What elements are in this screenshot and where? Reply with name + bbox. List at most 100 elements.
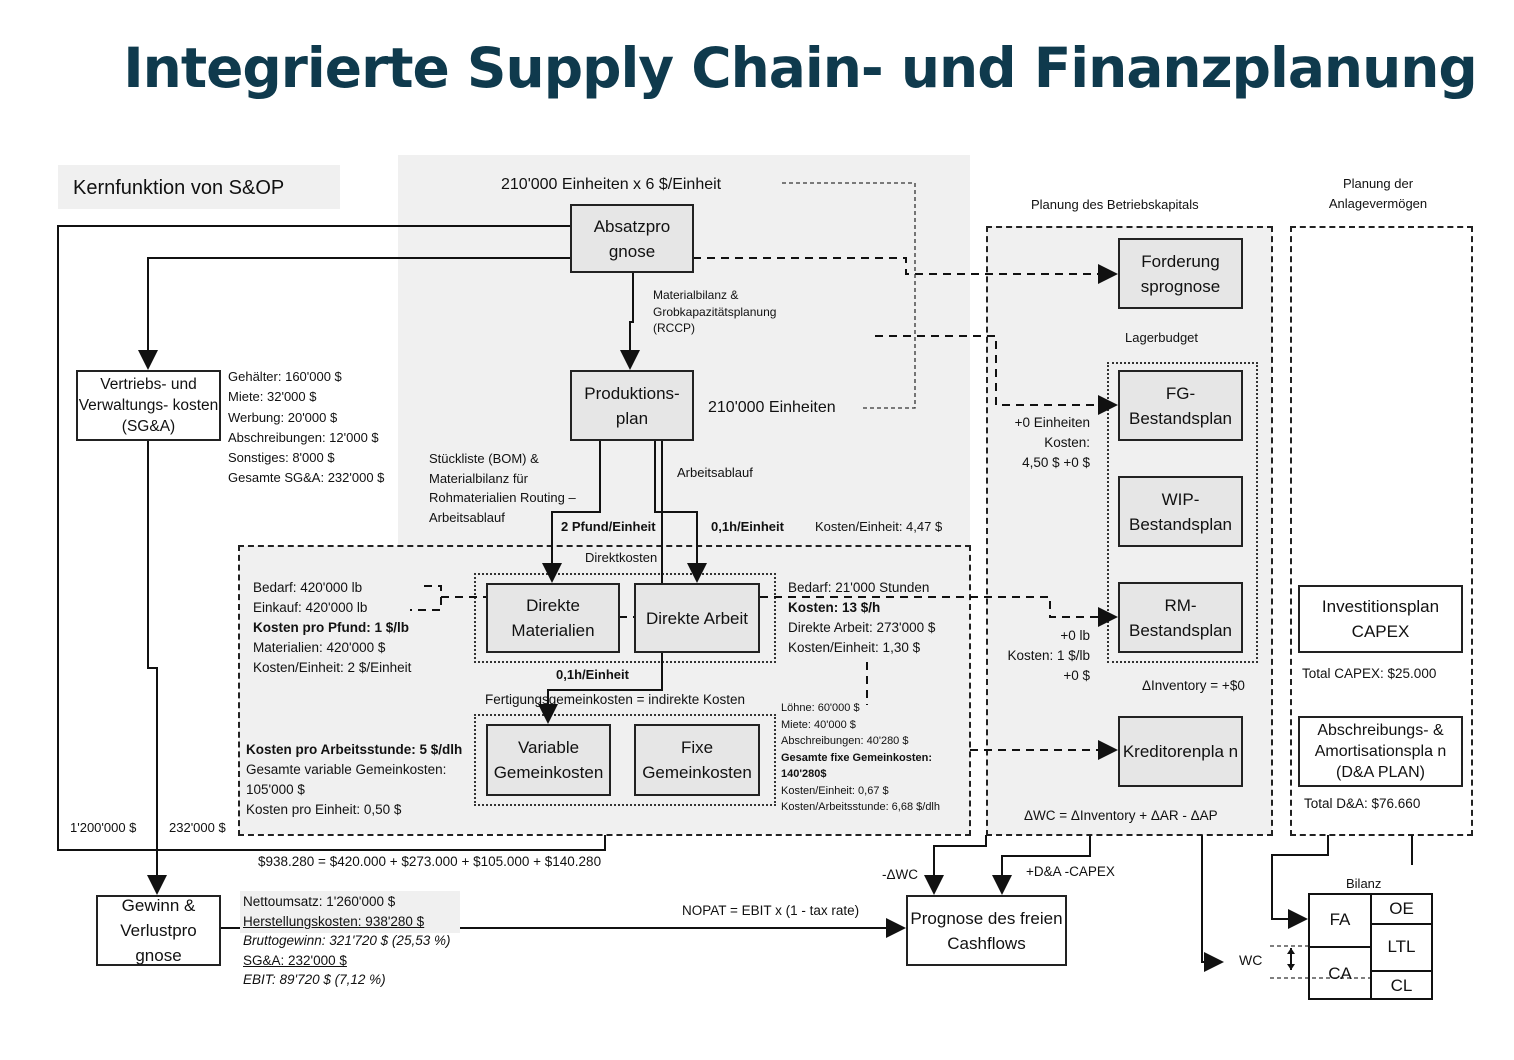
fix-item: 140'280$ — [781, 768, 827, 780]
fgk-group — [474, 714, 776, 806]
capex-box[interactable]: Investitionsplan CAPEX — [1298, 585, 1463, 653]
minus-wc-label: -ΔWC — [882, 867, 919, 882]
delta-wc: ΔWC = ΔInventory + ΔAR - ΔAP — [1024, 808, 1218, 823]
wip-bestandsplan-box[interactable]: WIP- Bestandsplan — [1118, 476, 1243, 547]
note-line: Materialbilanz für — [429, 470, 528, 486]
cogs-formula: $938.280 = $420.000 + $273.000 + $105.00… — [258, 854, 602, 869]
direkte-materialien-box[interactable]: Direkte Materialien — [486, 583, 620, 653]
note-line: Stückliste (BOM) & — [429, 451, 539, 466]
lagerbudget-label: Lagerbudget — [1125, 330, 1199, 345]
pl-item: Nettoumsatz: 1'260'000 $ — [243, 894, 396, 909]
note-line: Arbeitsablauf — [429, 509, 505, 525]
direktkosten-label: Direktkosten — [585, 550, 658, 565]
mat-item: Kosten pro Pfund: 1 $/lb — [253, 620, 410, 635]
var-item: 105'000 $ — [246, 782, 305, 797]
fixe-gemeinkosten-box[interactable]: Fixe Gemeinkosten — [634, 724, 760, 796]
fa-dashed-box — [1290, 226, 1473, 836]
page-title: Integrierte Supply Chain- und Finanzplan… — [123, 36, 1478, 100]
note-line: 4,50 $ +0 $ — [1022, 455, 1090, 470]
title-line: Planung der — [1342, 176, 1414, 191]
var-item: Gesamte variable Gemeinkosten: — [246, 762, 447, 777]
da-plan-box[interactable]: Abschreibungs- & Amortisationspla n (D&A… — [1298, 716, 1463, 787]
fixe-items: Löhne: 60'000 $ Miete: 40'000 $ Abschreibu… — [781, 700, 940, 816]
da-capex-label: +D&A -CAPEX — [1026, 864, 1115, 879]
fix-item: Miete: 40'000 $ — [781, 718, 856, 731]
h-einheit2-label: 0,1h/Einheit — [556, 667, 629, 682]
bilanz-oe: OE — [1389, 899, 1414, 918]
sga-items: Gehälter: 160'000 $Miete: 32'000 $Werbun… — [228, 367, 384, 489]
note-line: Rohmaterialien Routing – — [429, 490, 576, 505]
sga-flow-label: 232'000 $ — [169, 820, 226, 835]
arb-item: Bedarf: 21'000 Stunden — [788, 580, 930, 595]
variable-gemeinkosten-box[interactable]: Variable Gemeinkosten — [486, 724, 611, 796]
fg-bestandsplan-box[interactable]: FG- Bestandsplan — [1118, 370, 1243, 441]
pl-item: EBIT: 89'720 $ (7,12 %) — [243, 972, 386, 987]
arb-item: Direkte Arbeit: 273'000 $ — [788, 620, 936, 635]
sga-item: Gehälter: 160'000 $ — [228, 369, 342, 384]
mat-item: Einkauf: 420'000 lb — [253, 600, 368, 615]
note-line: Kosten: 1 $/lb — [1007, 648, 1090, 663]
sga-item: Abschreibungen: 12'000 $ — [228, 429, 379, 445]
pl-item: SG&A: 232'000 $ — [243, 952, 347, 968]
mat-item: Materialien: 420'000 $ — [253, 640, 386, 655]
rm-note: +0 lb Kosten: 1 $/lb +0 $ — [990, 626, 1090, 686]
kernfunktion-label: Kernfunktion von S&OP — [73, 177, 285, 199]
title-line: Anlagevermögen — [1328, 196, 1428, 211]
note-line: Materialbilanz & — [653, 288, 739, 302]
nopat-label: NOPAT = EBIT x (1 - tax rate) — [682, 903, 860, 918]
note-line: +0 Einheiten — [1014, 415, 1090, 430]
pfund-einheit-label: 2 Pfund/Einheit — [561, 519, 656, 534]
pl-item: Bruttogewinn: 321'720 $ (25,53 %) — [243, 933, 451, 948]
fix-item: Kosten/Arbeitsstunde: 6,68 $/dlh — [781, 801, 940, 813]
prod-units: 210'000 Einheiten — [708, 399, 836, 416]
wc-dashed-box — [986, 226, 1273, 836]
kernfunktion-box — [58, 165, 340, 209]
lagerbudget-group — [1107, 362, 1258, 663]
arb-item: Kosten: 13 $/h — [788, 600, 881, 615]
total-da: Total D&A: $76.660 — [1304, 796, 1421, 811]
gewinn-verlust-box[interactable]: Gewinn & Verlustpro gnose — [96, 895, 221, 966]
bilanz-ltl: LTL — [1387, 937, 1416, 956]
fcf-box[interactable]: Prognose des freien Cashflows — [906, 895, 1067, 966]
absatzprognose-box[interactable]: Absatzpro gnose — [570, 204, 694, 273]
pl-highlight — [240, 891, 460, 933]
fgk-label: Fertigungsgemeinkosten = indirekte Koste… — [485, 692, 746, 707]
rm-bestandsplan-box[interactable]: RM- Bestandsplan — [1118, 582, 1243, 653]
h-einheit-label: 0,1h/Einheit — [711, 519, 784, 534]
bilanz-cl: CL — [1390, 976, 1413, 995]
mat-item: Bedarf: 420'000 lb — [253, 580, 363, 595]
fix-item: Löhne: 60'000 $ — [781, 702, 860, 714]
sga-item: Gesamte SG&A: 232'000 $ — [228, 470, 385, 486]
forderungsprognose-box[interactable]: Forderung sprognose — [1118, 238, 1243, 309]
sga-box[interactable]: Vertriebs- und Verwaltungs- kosten (SG&A… — [76, 370, 221, 441]
mat-item: Kosten/Einheit: 2 $/Einheit — [253, 660, 412, 675]
sga-item: Werbung: 20'000 $ — [228, 409, 338, 425]
note-line: +0 lb — [1060, 628, 1090, 643]
top-formula: 210'000 Einheiten x 6 $/Einheit — [501, 176, 722, 193]
note-line: +0 $ — [1063, 668, 1090, 683]
note-line: (RCCP) — [653, 321, 695, 335]
kreditorenplan-box[interactable]: Kreditorenpla n — [1118, 716, 1243, 787]
total-capex: Total CAPEX: $25.000 — [1302, 666, 1437, 681]
fix-item: Gesamte fixe Gemeinkosten: — [781, 751, 933, 764]
produktionsplan-box[interactable]: Produktions- plan — [570, 370, 694, 441]
wc-label: WC — [1239, 952, 1263, 968]
delta-inventory: ΔInventory = +$0 — [1142, 678, 1245, 693]
fix-item: Abschreibungen: 40'280 $ — [781, 735, 909, 747]
direktkosten-group — [474, 573, 776, 663]
var-item: Kosten pro Einheit: 0,50 $ — [246, 802, 402, 817]
bilanz-title: Bilanz — [1346, 876, 1382, 891]
pl-items: Nettoumsatz: 1'260'000 $Herstellungskost… — [243, 892, 450, 990]
arbeitsablauf-label: Arbeitsablauf — [677, 465, 753, 480]
bilanz-fa: FA — [1329, 910, 1351, 929]
direkte-arbeit-box[interactable]: Direkte Arbeit — [634, 583, 760, 653]
materialbilanz-note: Materialbilanz & Grobkapazitätsplanung (RC… — [653, 287, 776, 337]
var-item: Kosten pro Arbeitsstunde: 5 $/dlh — [246, 742, 463, 757]
fix-item: Kosten/Einheit: 0,67 $ — [781, 784, 889, 797]
note-line: Grobkapazitätsplanung — [653, 304, 777, 319]
